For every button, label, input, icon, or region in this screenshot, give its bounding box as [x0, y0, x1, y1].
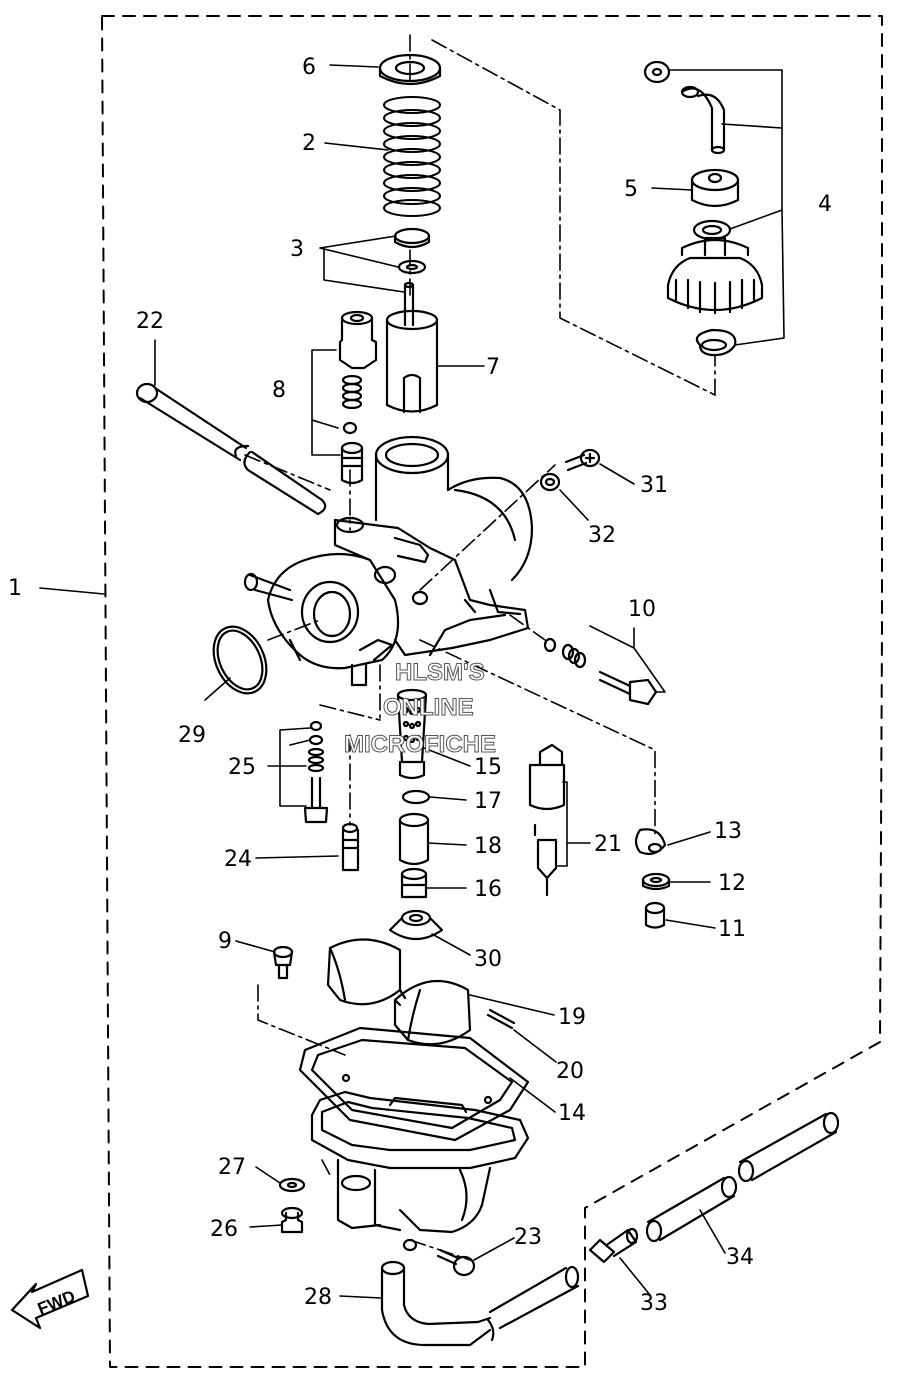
- callout-17: 17: [474, 789, 502, 814]
- callout-22: 22: [136, 309, 164, 334]
- air-screw-10: [543, 637, 658, 706]
- watermark-line-1: HLSM'S: [395, 659, 485, 686]
- callout-33: 33: [640, 1291, 668, 1316]
- needle-jet-15: [396, 688, 428, 780]
- callout-3: 3: [290, 237, 304, 262]
- pin-20: [486, 1008, 516, 1030]
- callout-31: 31: [640, 473, 668, 498]
- callout-2: 2: [302, 131, 316, 156]
- guide-lines: [244, 34, 716, 1261]
- callout-13: 13: [714, 819, 742, 844]
- callout-32: 32: [588, 523, 616, 548]
- callout-24: 24: [224, 847, 252, 872]
- callout-11: 11: [718, 917, 746, 942]
- fwd-label: FWD: [35, 1286, 78, 1318]
- baffle-30: [388, 909, 444, 941]
- needle-clip-3: [393, 227, 431, 275]
- watermark-line-2: ONLINE: [383, 694, 474, 721]
- float-bowl: [310, 1090, 530, 1252]
- callout-8: 8: [272, 378, 286, 403]
- fitting-33: [588, 1227, 639, 1264]
- jet-holder-18: [398, 812, 430, 866]
- carburetor-body: [243, 435, 534, 687]
- o-ring-17: [401, 789, 431, 805]
- callout-5: 5: [624, 177, 638, 202]
- callout-14: 14: [558, 1101, 586, 1126]
- callout-26: 26: [210, 1217, 238, 1242]
- main-jet-16: [400, 867, 428, 899]
- callout-29: 29: [178, 723, 206, 748]
- screw-23: [436, 1248, 476, 1277]
- callout-labels: 1 2 3 4 5 6 7 8 9 10 11 12 13 14 15 16 1…: [8, 55, 832, 1316]
- callout-7: 7: [486, 355, 500, 380]
- callout-27: 27: [218, 1155, 246, 1180]
- spring-2: [383, 96, 441, 217]
- callout-16: 16: [474, 877, 502, 902]
- washer-27: [278, 1177, 306, 1193]
- throttle-valve-7: [385, 281, 439, 414]
- plunger-25: [303, 720, 329, 824]
- pilot-jet-24: [341, 822, 360, 872]
- callout-21: 21: [594, 832, 622, 857]
- screw-9: [272, 945, 294, 980]
- callout-10: 10: [628, 597, 656, 622]
- washer-6: [378, 53, 442, 86]
- hose-22: [135, 382, 327, 516]
- watermark: HLSM'S ONLINE MICROFICHE: [344, 659, 497, 759]
- pilot-screw-8: [338, 310, 378, 485]
- callout-19: 19: [558, 1005, 586, 1030]
- callout-6: 6: [302, 55, 316, 80]
- callout-30: 30: [474, 947, 502, 972]
- assembly-boundary: [101, 15, 883, 1368]
- drain-screw-26: [280, 1206, 304, 1234]
- callout-15: 15: [474, 755, 502, 780]
- washer-32: [539, 472, 561, 492]
- needle-valve-21: [528, 743, 566, 897]
- callout-4: 4: [818, 192, 832, 217]
- callout-9: 9: [218, 929, 232, 954]
- clip-13: [634, 828, 667, 855]
- gasket-14: [298, 1026, 530, 1142]
- callout-20: 20: [556, 1059, 584, 1084]
- watermark-line-3: MICROFICHE: [344, 731, 496, 758]
- callout-25: 25: [228, 755, 256, 780]
- callout-12: 12: [718, 871, 746, 896]
- fwd-arrow-icon: [10, 1268, 90, 1330]
- screw-11: [644, 901, 666, 929]
- hose-34: [645, 1111, 840, 1243]
- o-ring-29: [212, 625, 268, 695]
- callout-34: 34: [726, 1245, 754, 1270]
- callout-23: 23: [514, 1225, 542, 1250]
- float-19: [326, 938, 472, 1046]
- callout-1: 1: [8, 576, 22, 601]
- washer-12: [641, 872, 671, 891]
- callout-18: 18: [474, 834, 502, 859]
- cap-assembly-4: [643, 60, 764, 357]
- callout-28: 28: [304, 1285, 332, 1310]
- leader-lines: [39, 64, 785, 1299]
- screw-31: [564, 448, 601, 472]
- drain-hose-28: [380, 1260, 580, 1347]
